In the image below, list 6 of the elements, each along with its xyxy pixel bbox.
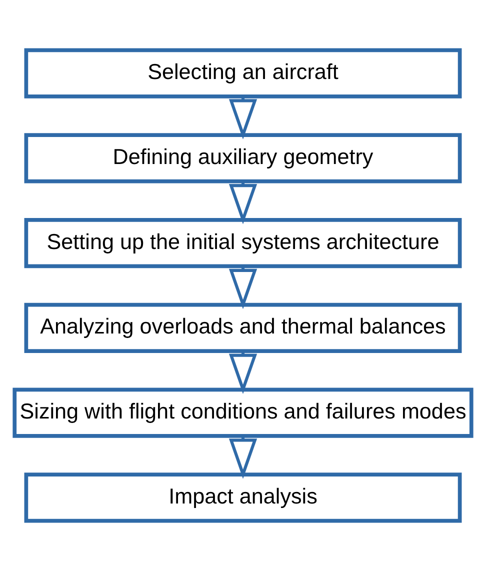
node-box: Setting up the initial systems architecture: [24, 218, 462, 268]
node-box: Selecting an aircraft: [24, 48, 462, 98]
node-box: Analyzing overloads and thermal balances: [24, 302, 462, 354]
node-box: Sizing with flight conditions and failures modes: [12, 388, 474, 438]
node-box: Impact analysis: [24, 472, 462, 523]
node-box: Defining auxiliary geometry: [24, 133, 462, 184]
